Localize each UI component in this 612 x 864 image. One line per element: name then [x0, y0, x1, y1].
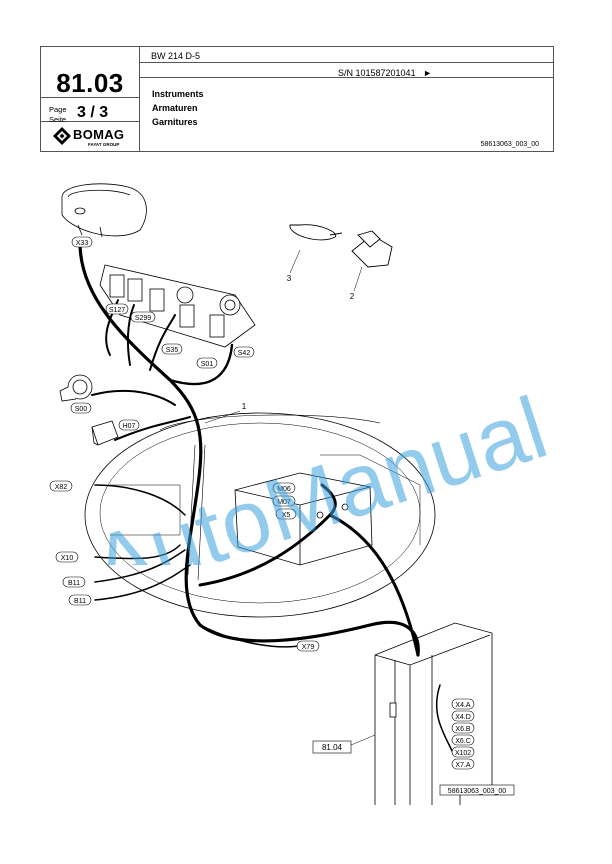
- callout-x6c: [451, 734, 475, 746]
- header-divider-vertical: [139, 47, 140, 151]
- callout-x79: [296, 640, 320, 652]
- page-label: Page Seite: [49, 105, 67, 124]
- callout-text: S35: [166, 347, 179, 354]
- figure-id-box: [439, 784, 515, 796]
- cable-clip: [289, 224, 343, 241]
- callout-b11: [68, 594, 92, 606]
- title-block: Instruments Armaturen Garnitures: [152, 87, 204, 129]
- callout-text: S00: [75, 406, 88, 413]
- title-en: Instruments: [152, 89, 204, 99]
- reference-box: [312, 740, 352, 754]
- callout-text: X4.D: [455, 714, 471, 721]
- callout-text: X82: [55, 484, 68, 491]
- logo-text: BOMAG: [73, 127, 125, 142]
- bomag-logo: BOMAG FAYAT GROUP: [53, 126, 133, 150]
- callout-text: X79: [302, 644, 315, 651]
- callout-s42: [233, 346, 255, 358]
- header-divider: [41, 121, 139, 122]
- callout-b11: [62, 576, 86, 588]
- switch-panel: [99, 264, 256, 348]
- callout-s35: [161, 343, 183, 355]
- control-box: [234, 472, 373, 566]
- callout-s01: [196, 357, 218, 369]
- serial-number: S/N 101587201041 ►: [338, 68, 433, 78]
- callout-text: X4.A: [455, 702, 471, 709]
- callout-x5: [275, 508, 297, 520]
- title-fr: Garnitures: [152, 117, 198, 127]
- callout-text: H07: [123, 423, 136, 430]
- callout-text: S42: [238, 350, 251, 357]
- callout-x6b: [451, 722, 475, 734]
- callout-x33: [71, 236, 93, 248]
- callout-text: S01: [201, 361, 214, 368]
- callout-x7a: [451, 758, 475, 770]
- key-switch: [59, 374, 93, 402]
- header-divider: [139, 77, 553, 78]
- item-number: 2: [350, 292, 355, 301]
- page-value: 3 / 3: [77, 104, 109, 121]
- arrow-right-icon: ►: [423, 68, 433, 78]
- callout-text: X6.B: [455, 726, 471, 733]
- callout-text: X6.C: [455, 738, 471, 745]
- callout-x10: [55, 551, 79, 563]
- callout-m07: [272, 495, 296, 507]
- callout-text: M06: [277, 486, 291, 493]
- item-number: 3: [287, 274, 292, 283]
- callout-h07: [118, 419, 140, 431]
- header-block: 81.03 Page Seite 3 / 3 BOMAG FAYAT GROUP…: [40, 46, 554, 152]
- callout-text: S127: [109, 307, 125, 314]
- callout-s00: [70, 402, 92, 414]
- bracket-frame: [374, 622, 493, 805]
- header-divider: [139, 62, 553, 63]
- cab-floor-outline: [84, 412, 436, 618]
- callout-s299: [130, 311, 156, 323]
- callout-text: X102: [455, 750, 471, 757]
- callout-x4d: [451, 710, 475, 722]
- model-name: BW 214 D-5: [151, 51, 201, 61]
- reference-text: 81.04: [322, 743, 343, 752]
- callout-text: B11: [74, 598, 86, 605]
- callout-m06: [272, 482, 296, 494]
- document-id: 58613063_003_00: [480, 141, 539, 148]
- callout-text: X7.A: [455, 762, 471, 769]
- title-de: Armaturen: [152, 103, 198, 113]
- item-number: 1: [242, 402, 247, 411]
- callout-x4a: [451, 698, 475, 710]
- callout-text: S299: [135, 315, 151, 322]
- wiring-harness: [78, 241, 453, 752]
- watermark-text: AutoManual: [81, 377, 558, 565]
- gauge-cluster: [61, 183, 147, 238]
- logo-subtext: FAYAT GROUP: [88, 142, 120, 147]
- callout-x102: [451, 746, 475, 758]
- figure-id-text: 58613063_003_00: [448, 788, 507, 795]
- knob-part: [351, 230, 393, 268]
- header-divider: [41, 97, 139, 98]
- wiring-diagram: X33 S127 S299 S35 S01 S42 S00 H07 X82 X1…: [49, 183, 515, 805]
- callout-s127: [105, 303, 129, 315]
- leader-lines: [204, 249, 376, 746]
- callout-text: X33: [76, 240, 89, 247]
- bomag-diamond-icon: [53, 127, 71, 145]
- callout-text: M07: [277, 499, 291, 506]
- watermark: AutoManual: [81, 377, 558, 565]
- section-number: 81.03: [56, 68, 124, 98]
- callout-text: X10: [61, 555, 74, 562]
- warning-lamp: [91, 420, 119, 446]
- callout-x82: [49, 480, 73, 492]
- callout-text: X5: [282, 512, 291, 519]
- callout-text: B11: [68, 580, 80, 587]
